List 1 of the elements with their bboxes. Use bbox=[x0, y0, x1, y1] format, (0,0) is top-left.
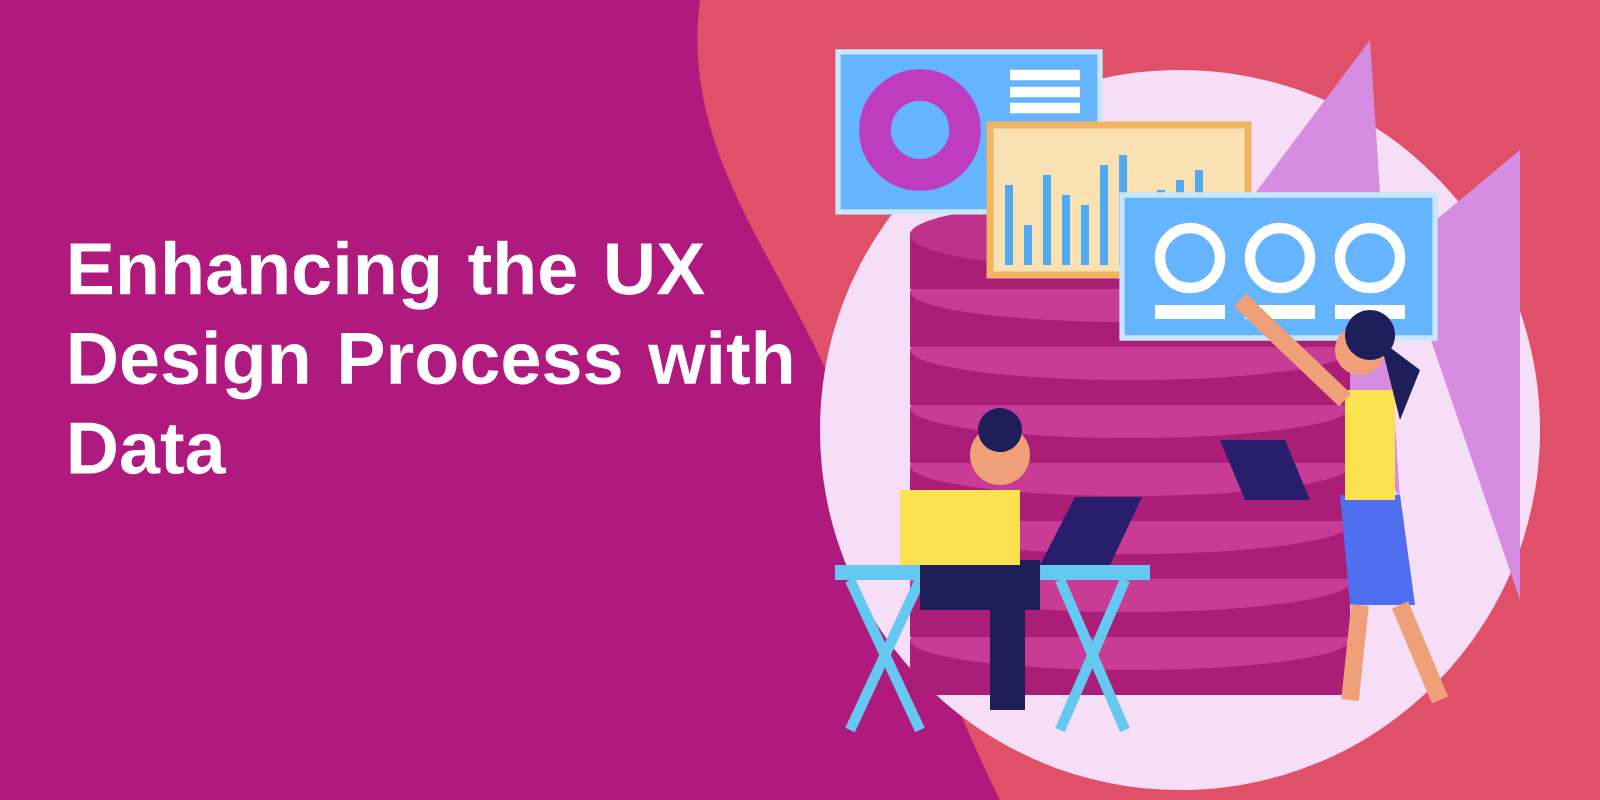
title: Enhancing the UX Design Process with Data bbox=[70, 240, 792, 475]
